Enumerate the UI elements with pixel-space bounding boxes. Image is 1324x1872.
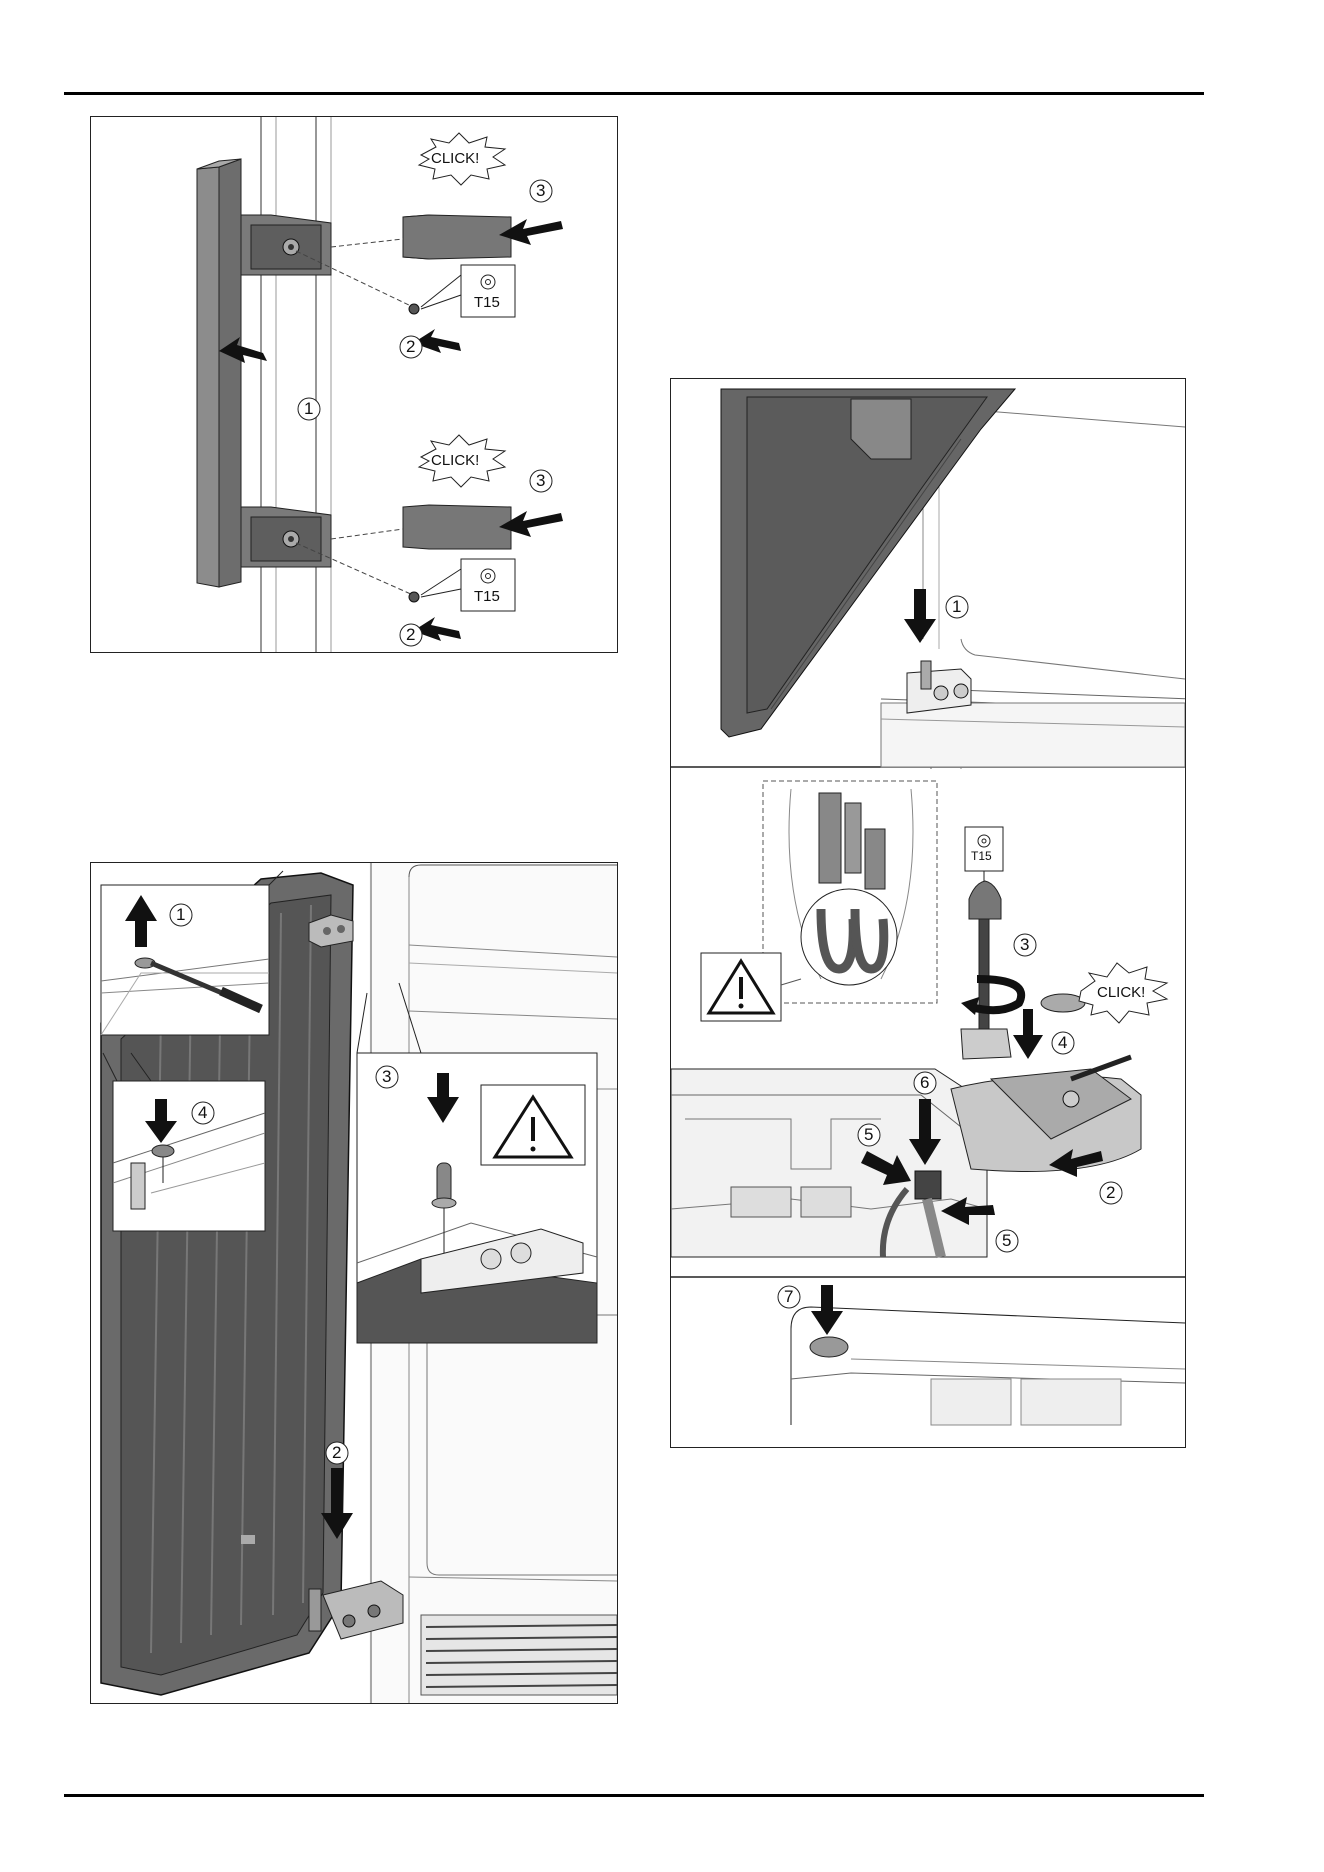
click-label-bottom: CLICK! bbox=[431, 452, 479, 469]
step-number-6: 6 bbox=[920, 1073, 929, 1093]
step-number-4: 4 bbox=[198, 1103, 207, 1123]
step-number-3-top: 3 bbox=[536, 181, 545, 201]
figure-door-refit-illustration bbox=[671, 379, 1185, 1447]
figure-door-refit: 1 T15 CLICK! 3 4 6 5 5 2 7 bbox=[670, 378, 1186, 1448]
figure-door-hinge-illustration bbox=[91, 863, 617, 1703]
step-number-2: 2 bbox=[332, 1443, 341, 1463]
top-rule bbox=[64, 92, 1204, 95]
step-number-1: 1 bbox=[176, 905, 185, 925]
step-number-2-bottom: 2 bbox=[406, 625, 415, 645]
step-number-7: 7 bbox=[784, 1287, 793, 1307]
step-number-3: 3 bbox=[382, 1067, 391, 1087]
step-number-5-bottom: 5 bbox=[1002, 1231, 1011, 1251]
step-number-5-top: 5 bbox=[864, 1125, 873, 1145]
step-number-3-bottom: 3 bbox=[536, 471, 545, 491]
step-number-1: 1 bbox=[304, 399, 313, 419]
step-number-1: 1 bbox=[952, 597, 961, 617]
click-label-top: CLICK! bbox=[431, 150, 479, 167]
figure-door-hinge: 1 4 3 2 bbox=[90, 862, 618, 1704]
click-label: CLICK! bbox=[1097, 984, 1145, 1001]
bottom-rule bbox=[64, 1794, 1204, 1797]
step-number-2: 2 bbox=[1106, 1183, 1115, 1203]
step-number-4: 4 bbox=[1058, 1033, 1067, 1053]
step-number-3: 3 bbox=[1020, 935, 1029, 955]
figure-handle-mounting: CLICK! CLICK! T15 T15 3 3 2 2 1 bbox=[90, 116, 618, 653]
step-number-2-top: 2 bbox=[406, 337, 415, 357]
tool-label-bottom: T15 bbox=[474, 588, 500, 605]
tool-label-top: T15 bbox=[474, 294, 500, 311]
tool-label: T15 bbox=[971, 849, 992, 863]
